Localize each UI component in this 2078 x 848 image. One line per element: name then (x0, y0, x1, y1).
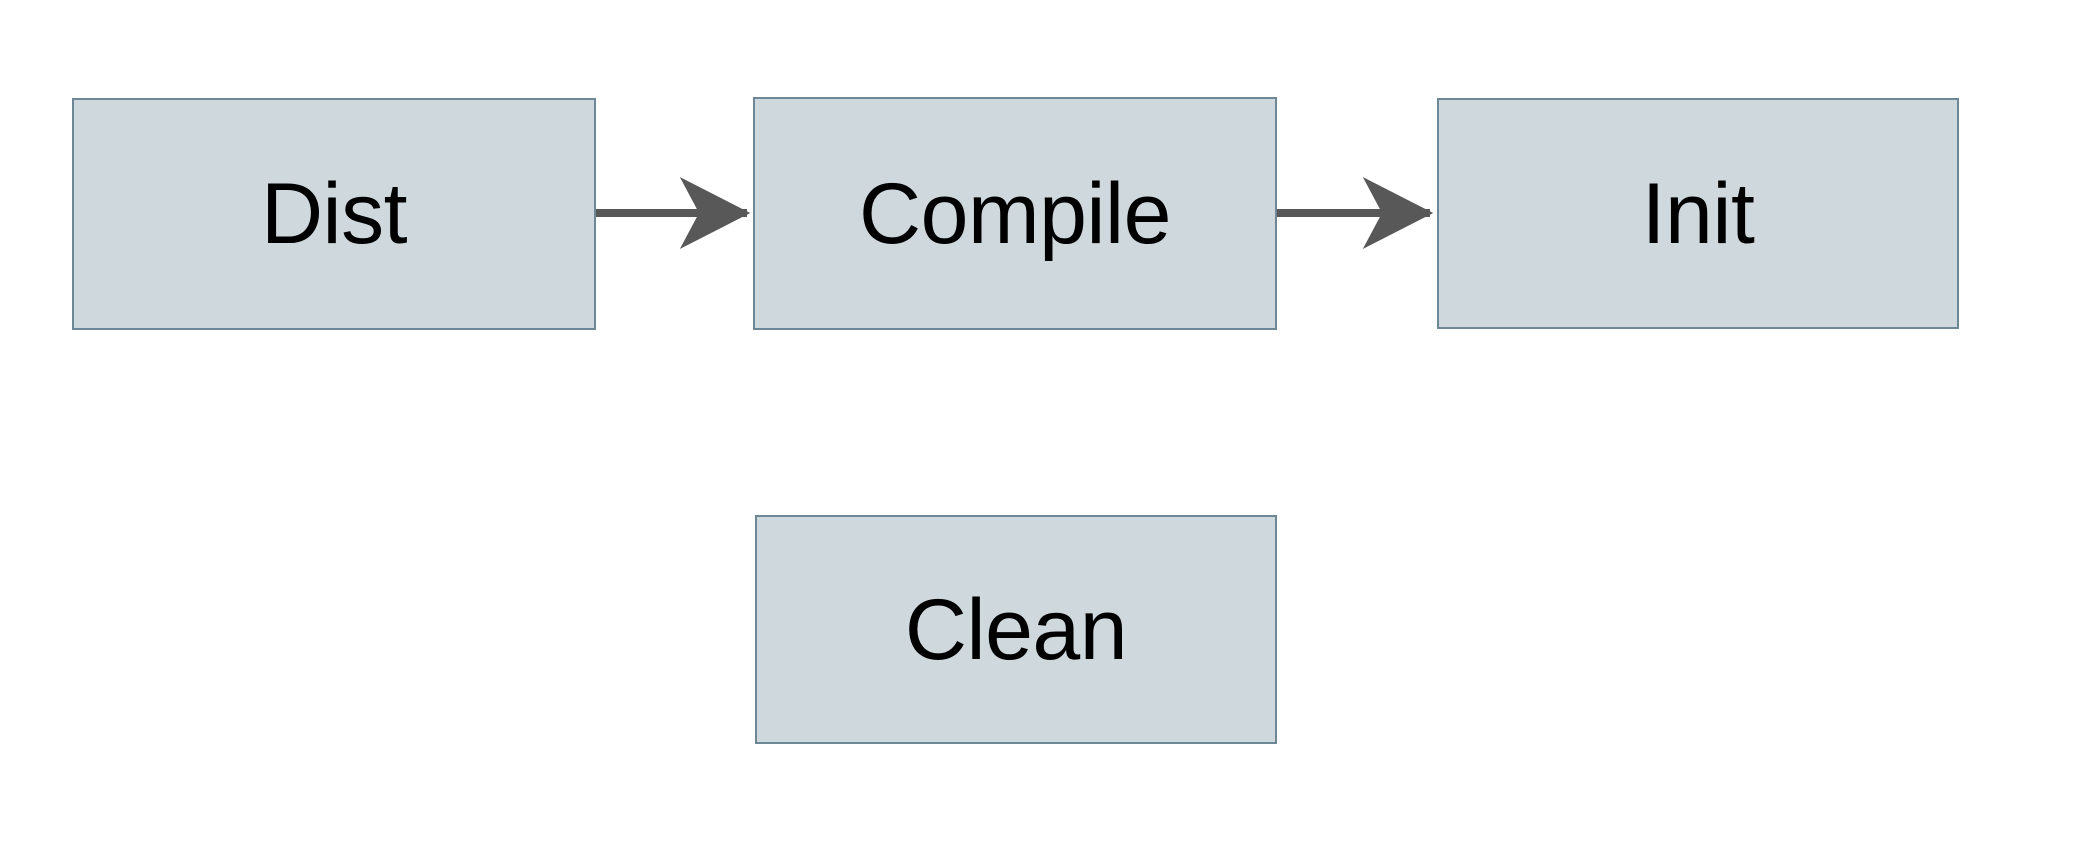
node-clean[interactable]: Clean (755, 515, 1277, 744)
node-init-label: Init (1641, 165, 1755, 262)
node-clean-label: Clean (904, 581, 1128, 678)
node-dist[interactable]: Dist (72, 98, 596, 330)
node-compile-label: Compile (859, 165, 1171, 262)
node-init[interactable]: Init (1437, 98, 1959, 329)
node-dist-label: Dist (260, 166, 408, 262)
node-compile[interactable]: Compile (753, 97, 1277, 330)
